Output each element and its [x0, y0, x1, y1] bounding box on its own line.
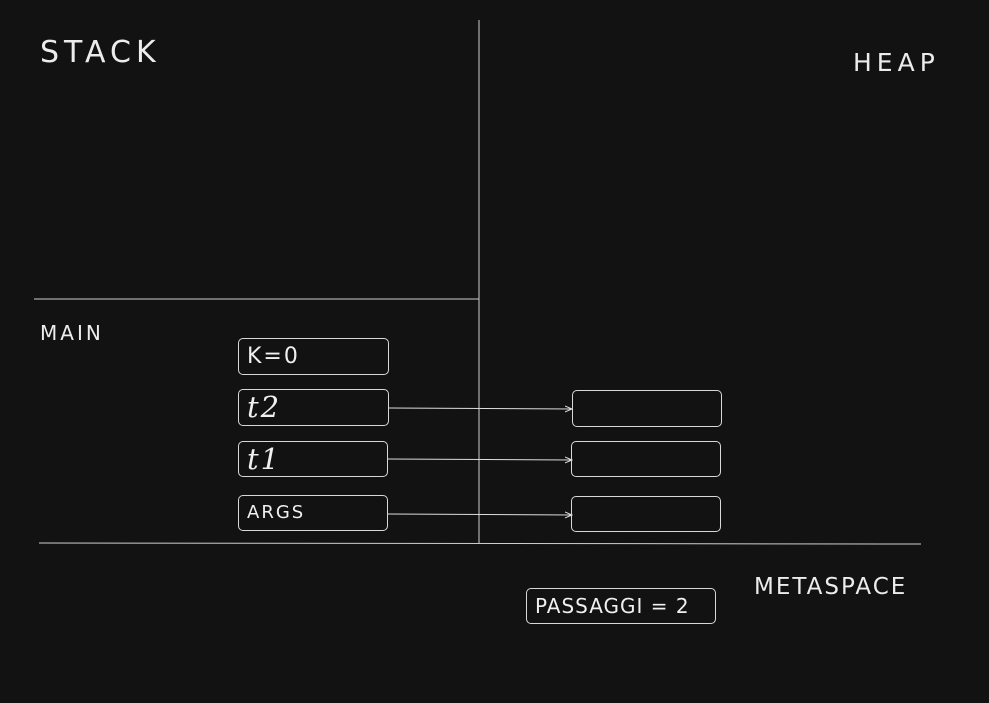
- heap-object-args: [571, 496, 721, 532]
- heap-object-t1: [571, 441, 721, 477]
- metaspace-divider: [38, 542, 922, 545]
- heap-object-t2: [572, 390, 722, 427]
- stack-var-args-label: ARGS: [247, 502, 306, 523]
- arrow-args-to-heap: [387, 514, 572, 515]
- arrow-t1-to-heap: [387, 459, 572, 460]
- stack-var-t1: t1: [238, 441, 388, 477]
- stack-label: STACK: [40, 35, 161, 70]
- metaspace-var-passaggi: PASSAGGI = 2: [526, 588, 716, 624]
- heap-label: HEAP: [853, 48, 940, 77]
- stack-var-t2: t2: [238, 389, 389, 426]
- metaspace-label: METASPACE: [754, 574, 908, 600]
- metaspace-var-passaggi-label: PASSAGGI = 2: [535, 594, 690, 618]
- stack-var-k-label: K=0: [247, 343, 300, 369]
- stack-var-args: ARGS: [238, 495, 388, 531]
- arrow-t2-to-heap: [388, 408, 572, 409]
- stack-var-t2-label: t2: [247, 390, 282, 424]
- stack-var-t1-label: t1: [247, 441, 282, 476]
- main-frame-label: MAIN: [40, 321, 104, 345]
- stack-var-k: K=0: [238, 338, 389, 375]
